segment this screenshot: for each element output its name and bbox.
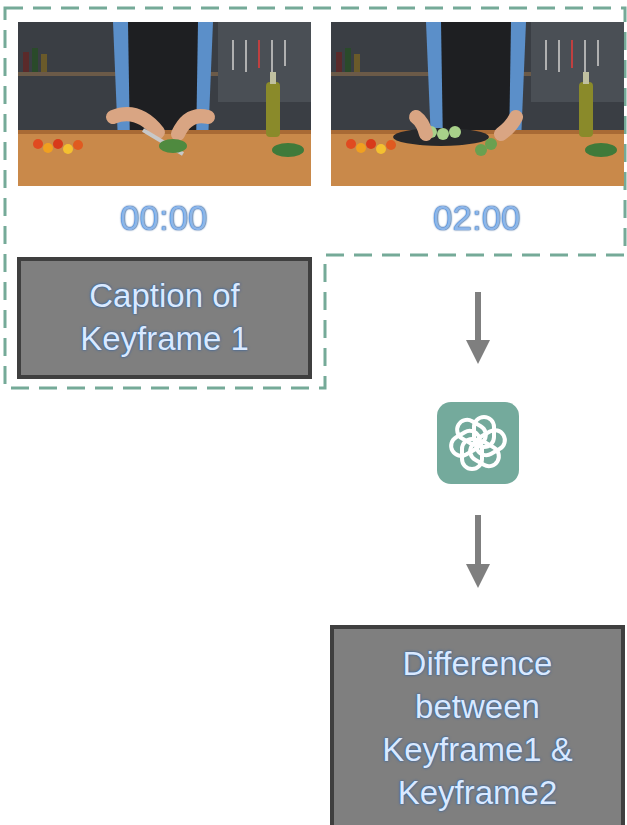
process-box: Caption of Keyframe 1 [17, 257, 312, 379]
flow-arrow [475, 515, 481, 576]
timestamp-label: 00:00 [120, 198, 208, 238]
keyframe-photo [331, 22, 624, 186]
gpt-logo [437, 402, 519, 484]
process-box: Difference between Keyframe1 & Keyframe2 [330, 625, 625, 825]
flow-arrow [475, 292, 481, 352]
box-text: Caption of Keyframe 1 [31, 275, 298, 361]
dashed-group-outline [5, 8, 625, 388]
keyframe-photo [18, 22, 311, 186]
timestamp-label: 02:00 [433, 198, 521, 238]
box-text: Difference between Keyframe1 & Keyframe2 [344, 643, 611, 815]
